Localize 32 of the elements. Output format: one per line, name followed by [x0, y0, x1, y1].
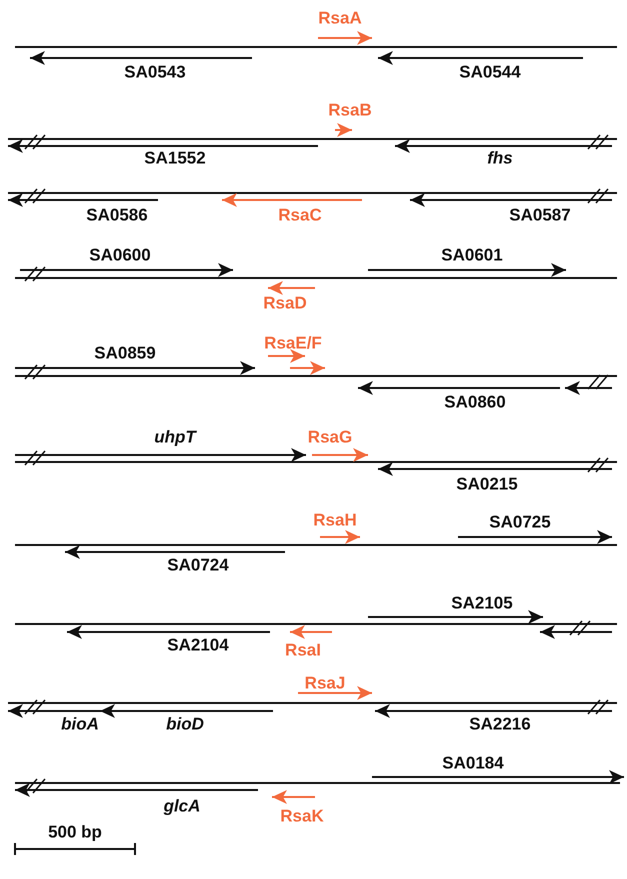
gene-label: SA1552	[144, 150, 206, 166]
gene-label: SA0184	[442, 754, 504, 772]
rna-label: RsaJ	[304, 674, 346, 692]
gene-label: SA0725	[489, 514, 551, 530]
gene-label: SA2105	[451, 594, 513, 612]
gene-label: SA0544	[459, 64, 521, 80]
gene-label: fhs	[487, 150, 513, 166]
gene-label: SA0724	[167, 556, 229, 574]
gene-label: SA0860	[444, 394, 506, 410]
gene-label: SA0859	[94, 344, 156, 362]
rna-label: RsaA	[318, 10, 362, 26]
gene-label: SA2104	[167, 636, 229, 654]
rna-label: RsaK	[280, 808, 324, 824]
rna-label: RsaI	[285, 642, 321, 658]
gene-label: bioD	[166, 716, 204, 732]
gene-label: SA0543	[124, 64, 186, 80]
rna-label: RsaD	[263, 294, 307, 312]
gene-label: SA0215	[456, 476, 518, 492]
gene-label: SA0600	[89, 246, 151, 264]
gene-label: SA0587	[509, 206, 571, 224]
gene-label: SA0601	[441, 246, 503, 264]
rna-label: RsaE/F	[264, 334, 322, 352]
gene-label: glcA	[164, 798, 200, 814]
scale-label: 500 bp	[48, 824, 102, 840]
gene-label: uhpT	[154, 428, 196, 446]
rna-label: RsaC	[278, 206, 322, 224]
rna-label: RsaH	[313, 512, 357, 528]
rna-label: RsaG	[308, 428, 352, 446]
rna-label: RsaB	[328, 102, 372, 118]
gene-label: bioA	[61, 716, 99, 732]
gene-label: SA0586	[86, 206, 148, 224]
gene-label: SA2216	[469, 716, 531, 732]
